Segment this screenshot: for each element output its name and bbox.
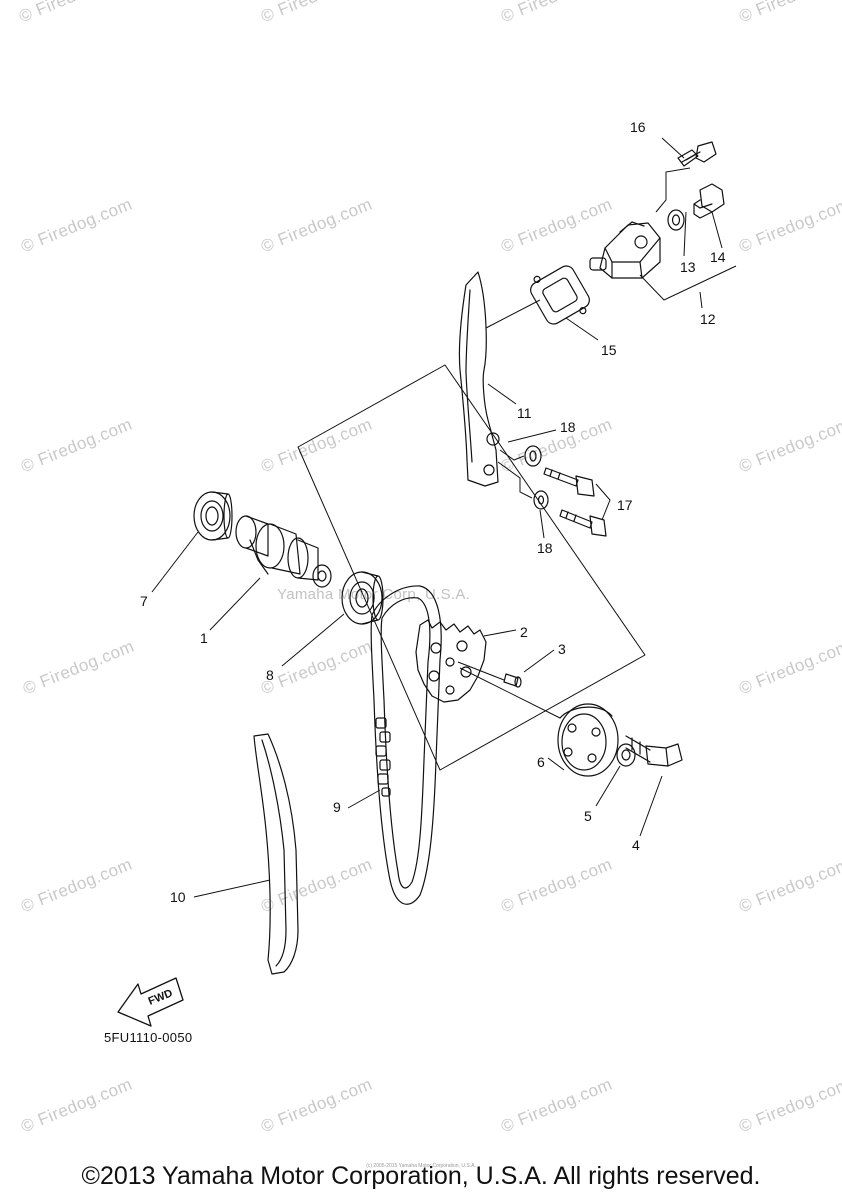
chain-guide-part-10 <box>253 733 299 975</box>
diagram-code: 5FU1110-0050 <box>104 1030 193 1045</box>
fwd-label: FWD <box>147 987 175 1008</box>
callout-16: 16 <box>630 119 646 135</box>
callout-7: 7 <box>140 593 148 609</box>
callout-15: 15 <box>601 342 617 358</box>
callout-13: 13 <box>680 259 696 275</box>
callout-17: 17 <box>617 497 633 513</box>
washer-part-18-upper <box>524 445 542 467</box>
copyright-notice: ©2013 Yamaha Motor Corporation, U.S.A. A… <box>81 1162 761 1190</box>
callout-12: 12 <box>700 311 716 327</box>
callout-11: 11 <box>517 405 532 421</box>
callout-3: 3 <box>558 641 566 657</box>
bolt-part-17-lower <box>559 509 607 537</box>
callout-14: 14 <box>710 249 726 265</box>
washer-part-18-lower <box>533 490 549 510</box>
bolt-part-16 <box>677 141 717 167</box>
callout-6: 6 <box>537 754 545 770</box>
callout-1: 1 <box>200 630 208 646</box>
callout-9: 9 <box>333 799 341 815</box>
washer-part-13 <box>667 209 685 231</box>
tensioner-guide-part-11 <box>458 271 500 487</box>
callout-5: 5 <box>584 808 592 824</box>
plate-part-6 <box>557 703 619 777</box>
bearing-part-7 <box>193 491 233 541</box>
callout-4: 4 <box>632 837 640 853</box>
micro-copyright: (c) 2005-2015 Yamaha Motor Corporation, … <box>366 1163 476 1169</box>
callout-8: 8 <box>266 667 274 683</box>
bearing-part-8 <box>341 571 384 625</box>
callout-10: 10 <box>170 889 186 905</box>
callout-2: 2 <box>520 624 528 640</box>
washer-part-5 <box>616 743 636 767</box>
bolt-part-4 <box>625 735 683 767</box>
timing-chain-part-9 <box>370 585 442 905</box>
camshaft-part-1 <box>235 515 332 588</box>
bolt-part-17-upper <box>543 467 595 497</box>
callout-18-upper: 18 <box>560 419 576 435</box>
fwd-arrow <box>117 977 184 1027</box>
tensioner-assembly-part-12 <box>589 221 661 279</box>
dowel-pin-part-3 <box>503 673 522 688</box>
plug-bolt-part-14 <box>693 183 725 219</box>
cam-sprocket-part-2 <box>415 619 487 703</box>
gasket-part-15 <box>530 265 590 325</box>
callout-18-lower: 18 <box>537 540 553 556</box>
assembly-box <box>297 364 646 771</box>
